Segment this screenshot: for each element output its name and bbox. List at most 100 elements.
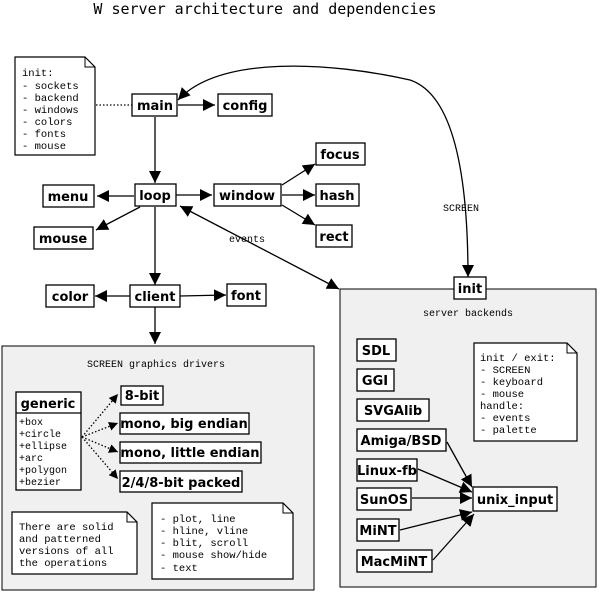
node-color: color xyxy=(45,284,95,308)
node-mint: MiNT xyxy=(356,518,400,542)
node-macmint-label: MacMiNT xyxy=(361,555,428,570)
backend-note-line: - keyboard xyxy=(480,377,543,389)
drivers-panel-label: SCREEN graphics drivers xyxy=(87,359,225,371)
node-loop-label: loop xyxy=(139,189,171,204)
solid-note-line: versions of all xyxy=(19,546,114,558)
node-mouse: mouse xyxy=(33,226,94,250)
ops-note-line: - blit, scroll xyxy=(160,538,248,550)
node-amiga-bsd: Amiga/BSD xyxy=(356,428,447,452)
node-init: init xyxy=(453,276,487,300)
node-init-label: init xyxy=(458,282,482,297)
generic-op: +polygon xyxy=(19,465,67,477)
node-color-label: color xyxy=(52,290,89,305)
node-mono-big: mono, big endian xyxy=(119,412,250,435)
node-macmint: MacMiNT xyxy=(356,549,433,573)
screen-edge-label: SCREEN xyxy=(443,204,479,215)
edge-window-focus xyxy=(281,163,316,186)
node-sdl-label: SDL xyxy=(362,344,390,359)
node-loop: loop xyxy=(134,183,177,207)
generic-op: +box xyxy=(19,417,43,429)
init-note-line: - mouse xyxy=(22,141,66,153)
backend-note-line: - mouse xyxy=(480,389,524,401)
init-note: init: - sockets - backend - windows - co… xyxy=(14,56,96,156)
backend-note-line: handle: xyxy=(480,401,524,413)
node-svgalib: SVGAlib xyxy=(356,398,430,422)
node-sunos: SunOS xyxy=(356,487,412,511)
edge-linuxfb-unix xyxy=(417,468,473,493)
node-packed-label: 2/4/8-bit packed xyxy=(122,476,241,491)
node-svgalib-label: SVGAlib xyxy=(364,404,422,419)
ops-note-line: - text xyxy=(160,563,198,575)
edge-main-init-screen xyxy=(177,65,474,278)
ops-note-line: - mouse show/hide xyxy=(160,550,267,562)
node-packed: 2/4/8-bit packed xyxy=(119,470,243,493)
solid-note-line: There are solid xyxy=(19,522,114,534)
edge-generic-8bit xyxy=(81,393,119,438)
node-client: client xyxy=(129,284,181,308)
node-generic-label: generic xyxy=(21,397,76,412)
diagram-title: W server architecture and dependencies xyxy=(93,0,436,18)
node-font: font xyxy=(226,283,267,307)
node-linux-fb-label: Linux-fb xyxy=(357,464,417,479)
node-linux-fb: Linux-fb xyxy=(356,458,418,482)
node-rect-label: rect xyxy=(319,230,348,245)
ops-note: - plot, line - hline, vline - blit, scro… xyxy=(151,502,294,580)
ops-note-line: - plot, line xyxy=(160,514,236,526)
node-menu: menu xyxy=(42,184,95,208)
edge-generic-mono-little xyxy=(81,436,119,453)
node-amiga-bsd-label: Amiga/BSD xyxy=(361,434,442,449)
backend-note-line: - SCREEN xyxy=(480,365,530,377)
edge-client-font xyxy=(179,289,227,302)
node-generic: generic +box +circle +ellipse +arc +poly… xyxy=(15,391,82,491)
node-ggi-label: GGI xyxy=(362,374,388,389)
backends-panel-label: server backends xyxy=(423,308,513,320)
solid-note-line: the operations xyxy=(19,558,107,570)
node-mono-little: mono, little endian xyxy=(119,441,262,464)
init-note-line: - windows xyxy=(22,105,79,117)
node-config-label: config xyxy=(223,99,268,114)
backend-note-line: - palette xyxy=(480,425,537,437)
node-sunos-label: SunOS xyxy=(360,493,408,508)
node-font-label: font xyxy=(231,289,261,304)
node-ggi: GGI xyxy=(356,368,395,392)
solid-note: There are solid and patterned versions o… xyxy=(11,511,138,575)
node-hash-label: hash xyxy=(319,189,354,204)
node-config: config xyxy=(217,93,273,117)
edge-macmint-unix xyxy=(432,513,475,561)
edges xyxy=(81,65,475,561)
node-hash: hash xyxy=(315,183,360,207)
init-note-line: - fonts xyxy=(22,129,66,141)
edge-loop-backends-events xyxy=(179,205,340,290)
generic-op: +bezier xyxy=(19,477,61,489)
node-main-label: main xyxy=(137,99,173,114)
edge-generic-mono-big xyxy=(81,422,119,438)
node-main: main xyxy=(131,93,178,117)
edge-generic-packed xyxy=(81,436,119,480)
node-client-label: client xyxy=(135,290,176,305)
backend-note: init / exit: - SCREEN - keyboard - mouse… xyxy=(473,342,578,442)
node-mono-little-label: mono, little endian xyxy=(120,446,259,461)
node-focus-label: focus xyxy=(320,148,360,163)
edge-window-rect xyxy=(281,204,316,226)
node-mouse-label: mouse xyxy=(39,232,87,247)
node-window: window xyxy=(213,183,282,207)
backend-note-line: init / exit: xyxy=(480,353,556,365)
node-unix-input: unix_input xyxy=(472,486,558,512)
generic-op: +circle xyxy=(19,429,61,441)
node-8bit: 8-bit xyxy=(120,385,164,406)
edge-mint-unix xyxy=(399,509,473,531)
node-rect: rect xyxy=(315,224,353,248)
backend-note-line: - events xyxy=(480,413,530,425)
generic-op: +ellipse xyxy=(19,441,67,453)
init-note-line: - colors xyxy=(22,117,72,129)
node-mono-big-label: mono, big endian xyxy=(120,417,248,432)
ops-note-line: - hline, vline xyxy=(160,526,248,538)
node-focus: focus xyxy=(315,142,366,166)
node-window-label: window xyxy=(219,189,275,204)
edge-loop-mouse xyxy=(95,206,141,231)
edge-amiga-unix xyxy=(446,441,473,488)
node-sdl: SDL xyxy=(356,338,397,362)
events-edge-label: events xyxy=(229,235,265,246)
